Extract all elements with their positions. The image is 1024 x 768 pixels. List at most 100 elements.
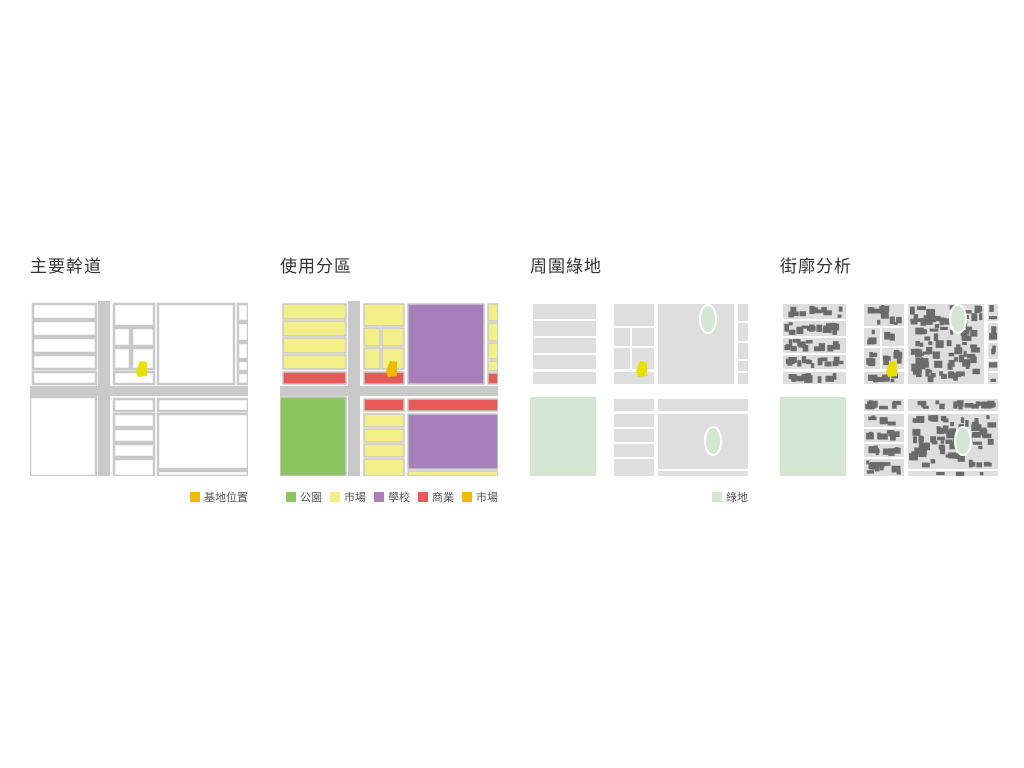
building (972, 368, 980, 375)
building (974, 418, 979, 422)
building (982, 433, 992, 439)
building (935, 400, 940, 405)
building (869, 400, 878, 408)
legend-item: 市場 (330, 489, 366, 505)
building (835, 323, 840, 331)
building (820, 357, 828, 362)
building (971, 405, 979, 409)
building (975, 401, 980, 407)
building (788, 339, 793, 347)
site-marker (636, 361, 647, 377)
city-block (236, 359, 248, 373)
park-block (780, 397, 846, 476)
building (886, 373, 890, 382)
city-block (614, 444, 654, 457)
building (948, 428, 956, 434)
city-block (363, 371, 405, 385)
building (876, 376, 885, 382)
building (912, 418, 922, 423)
building (879, 405, 888, 410)
city-block (738, 343, 748, 359)
building (796, 375, 804, 382)
building (868, 416, 877, 421)
city-block (614, 429, 654, 442)
building (989, 332, 997, 340)
building (825, 310, 832, 316)
building (788, 357, 797, 363)
building (867, 307, 875, 313)
building (934, 360, 943, 368)
city-block (533, 372, 596, 384)
building (869, 352, 873, 358)
building (930, 415, 939, 422)
building (866, 358, 874, 365)
building (917, 400, 927, 406)
building (889, 333, 895, 341)
legend-label: 商業 (432, 491, 454, 504)
building (950, 329, 954, 335)
building (922, 405, 929, 409)
building (792, 311, 799, 317)
building (825, 375, 834, 382)
building (919, 444, 923, 451)
building (913, 314, 919, 320)
panel-title: 街廓分析 (780, 257, 852, 277)
building (930, 436, 937, 443)
building (940, 326, 948, 330)
building (871, 329, 875, 335)
building (917, 365, 926, 370)
building (810, 363, 815, 368)
building (916, 373, 922, 378)
building (937, 436, 945, 441)
building (881, 305, 885, 311)
city-block (156, 302, 236, 386)
building (962, 310, 972, 314)
building (947, 371, 954, 379)
building (963, 350, 967, 357)
building (930, 373, 936, 378)
legend: 公園市場學校商業市場 (286, 489, 498, 505)
building (939, 427, 947, 432)
building (866, 470, 875, 474)
building (966, 353, 976, 359)
building (886, 430, 895, 434)
city-block (31, 336, 98, 355)
city-block (236, 321, 248, 343)
city-block (363, 398, 405, 412)
city-block (156, 397, 248, 413)
building (958, 354, 965, 363)
panel-urban-fabric: 街廓分析 (780, 255, 998, 476)
city-block (988, 373, 998, 384)
building (817, 376, 822, 383)
building (986, 415, 990, 420)
building (991, 348, 996, 355)
panel-title: 周圍綠地 (530, 257, 602, 277)
building (830, 322, 837, 331)
building (953, 401, 958, 409)
legend-item: 市場 (462, 489, 498, 505)
building (868, 374, 874, 381)
building (895, 447, 899, 454)
city-block (738, 323, 748, 341)
building (947, 363, 953, 370)
city-block (112, 397, 156, 413)
building (979, 401, 985, 406)
building (918, 435, 923, 440)
building (979, 471, 984, 476)
city-block (31, 353, 98, 371)
panel-zoning: 使用分區公園市場學校商業市場 (280, 255, 498, 504)
building (909, 453, 918, 461)
map-main-roads (30, 301, 248, 476)
building (910, 320, 918, 325)
building (965, 314, 969, 319)
building (797, 360, 802, 367)
building (801, 325, 809, 329)
building (883, 356, 891, 361)
building (953, 373, 958, 381)
building (944, 318, 951, 325)
building (915, 369, 923, 374)
building (938, 444, 945, 450)
building (879, 417, 887, 421)
building (888, 448, 895, 456)
building (891, 431, 900, 438)
